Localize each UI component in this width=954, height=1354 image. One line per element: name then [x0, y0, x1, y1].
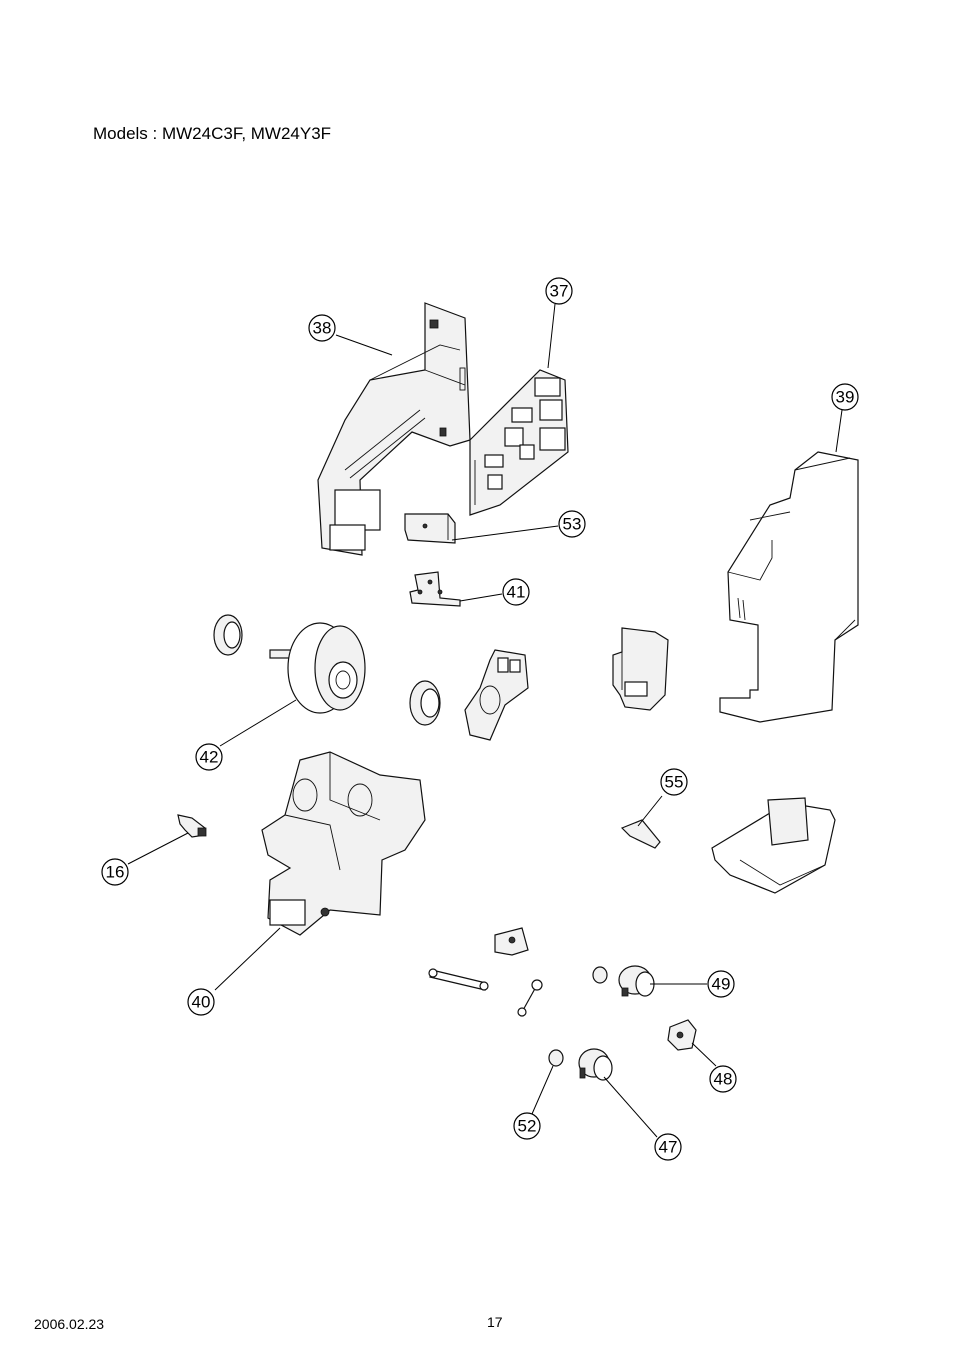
callout-42: 42 [195, 743, 223, 771]
part-37-pcb [469, 369, 569, 516]
part-mini-bracket [494, 927, 529, 956]
part-49-motor [618, 965, 655, 997]
part-48-motor [667, 1019, 697, 1051]
part-52-gear [548, 1049, 564, 1067]
callout-48: 48 [709, 1065, 737, 1093]
callout-39: 39 [831, 383, 859, 411]
part-link-arm [517, 979, 543, 1017]
part-16-screw [177, 814, 207, 838]
svg-text:48: 48 [714, 1070, 733, 1089]
leader-lines [127, 303, 843, 1138]
callout-55: 55 [660, 768, 688, 796]
svg-text:52: 52 [518, 1117, 537, 1136]
callout-16: 16 [101, 858, 129, 886]
callout-37: 37 [545, 277, 573, 305]
footer-date: 2006.02.23 [34, 1316, 105, 1332]
svg-text:16: 16 [106, 863, 125, 882]
part-42-fan-wheel [269, 622, 366, 714]
svg-text:38: 38 [313, 319, 332, 338]
page-title: Models : MW24C3F, MW24Y3F [93, 124, 332, 143]
page-number: 17 [487, 1314, 503, 1330]
part-gear-small-49 [592, 966, 608, 984]
part-drain-pan [711, 797, 836, 894]
callout-47: 47 [654, 1133, 682, 1161]
callout-38: 38 [308, 314, 336, 342]
svg-text:39: 39 [836, 388, 855, 407]
svg-text:53: 53 [563, 515, 582, 534]
callout-41: 41 [502, 578, 530, 606]
callout-52: 52 [513, 1112, 541, 1140]
callout-53: 53 [558, 510, 586, 538]
part-39-side-panel [719, 451, 859, 723]
part-link-bar [428, 968, 489, 991]
part-bearing-left [213, 614, 243, 656]
svg-text:41: 41 [507, 583, 526, 602]
callout-40: 40 [187, 988, 215, 1016]
svg-text:49: 49 [712, 975, 731, 994]
svg-text:55: 55 [665, 773, 684, 792]
part-41-bracket [409, 571, 461, 607]
part-bearing-center [409, 680, 441, 726]
svg-text:47: 47 [659, 1138, 678, 1157]
svg-text:40: 40 [192, 993, 211, 1012]
part-40-chassis [261, 751, 426, 936]
part-53-block [404, 513, 456, 544]
part-55-clip [620, 819, 661, 849]
part-motor-holder [464, 649, 529, 741]
part-47-motor [578, 1048, 613, 1081]
part-terminal-box [612, 627, 669, 711]
svg-text:42: 42 [200, 748, 219, 767]
svg-text:37: 37 [550, 282, 569, 301]
callout-49: 49 [707, 970, 735, 998]
part-38-frame [317, 302, 471, 556]
